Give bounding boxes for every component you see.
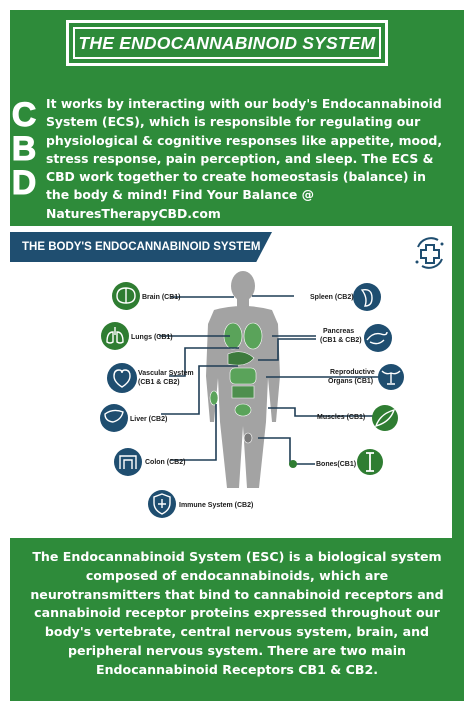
heart-icon (107, 363, 137, 393)
medical-cross-icon (415, 237, 444, 269)
label-liver: Liver (CB2) (130, 416, 167, 423)
label-immune: Immune System (CB2) (179, 502, 253, 509)
lungs-icon (101, 322, 129, 350)
label-vascular-2: (CB1 & CB2) (138, 379, 180, 386)
body-diagram-svg: Brain (CB1) Lungs (CB1) Vascular System … (100, 271, 404, 518)
outro-paragraph: The Endocannabinoid System (ESC) is a bi… (30, 549, 444, 677)
pancreas-icon (364, 324, 392, 352)
intro-paragraph: It works by interacting with our body's … (46, 96, 443, 221)
liver-icon (100, 404, 128, 432)
title-box: THE ENDOCANNABINOID SYSTEM (66, 20, 388, 66)
bone-icon (357, 449, 383, 475)
shield-plus-icon (148, 490, 176, 518)
label-spleen: Spleen (CB2) (310, 294, 354, 301)
label-muscles: Muscles (CB1) (317, 414, 365, 421)
cbd-letter-c: C (11, 96, 37, 134)
muscle-icon (372, 405, 398, 431)
cbd-letter-d: D (11, 164, 37, 202)
cbd-vertical-letters: C B D (11, 96, 37, 202)
label-vascular-1: Vascular System (138, 370, 194, 377)
diagram-banner: THE BODY'S ENDOCANNABINOID SYSTEM (10, 232, 272, 262)
body-organs (209, 322, 263, 444)
label-pancreas-2: (CB1 & CB2) (320, 337, 362, 344)
ecs-diagram: THE BODY'S ENDOCANNABINOID SYSTEM (10, 226, 452, 538)
page-title: THE ENDOCANNABINOID SYSTEM (78, 32, 376, 53)
label-lungs: Lungs (CB1) (131, 334, 173, 341)
label-colon: Colon (CB2) (145, 459, 185, 466)
cbd-letter-b: B (11, 130, 37, 168)
uterus-icon (378, 364, 404, 390)
knee-marker (289, 460, 297, 468)
label-repro-1: Reproductive (330, 369, 375, 376)
connector-lines (159, 295, 380, 465)
spleen-icon (353, 283, 381, 311)
label-pancreas-1: Pancreas (323, 328, 354, 335)
diagram-banner-title: THE BODY'S ENDOCANNABINOID SYSTEM (22, 241, 261, 253)
brain-icon (112, 282, 140, 310)
colon-icon (114, 448, 142, 476)
label-repro-2: Organs (CB1) (328, 378, 373, 385)
label-bones: Bones(CB1) (316, 461, 356, 468)
label-brain: Brain (CB1) (142, 294, 181, 301)
